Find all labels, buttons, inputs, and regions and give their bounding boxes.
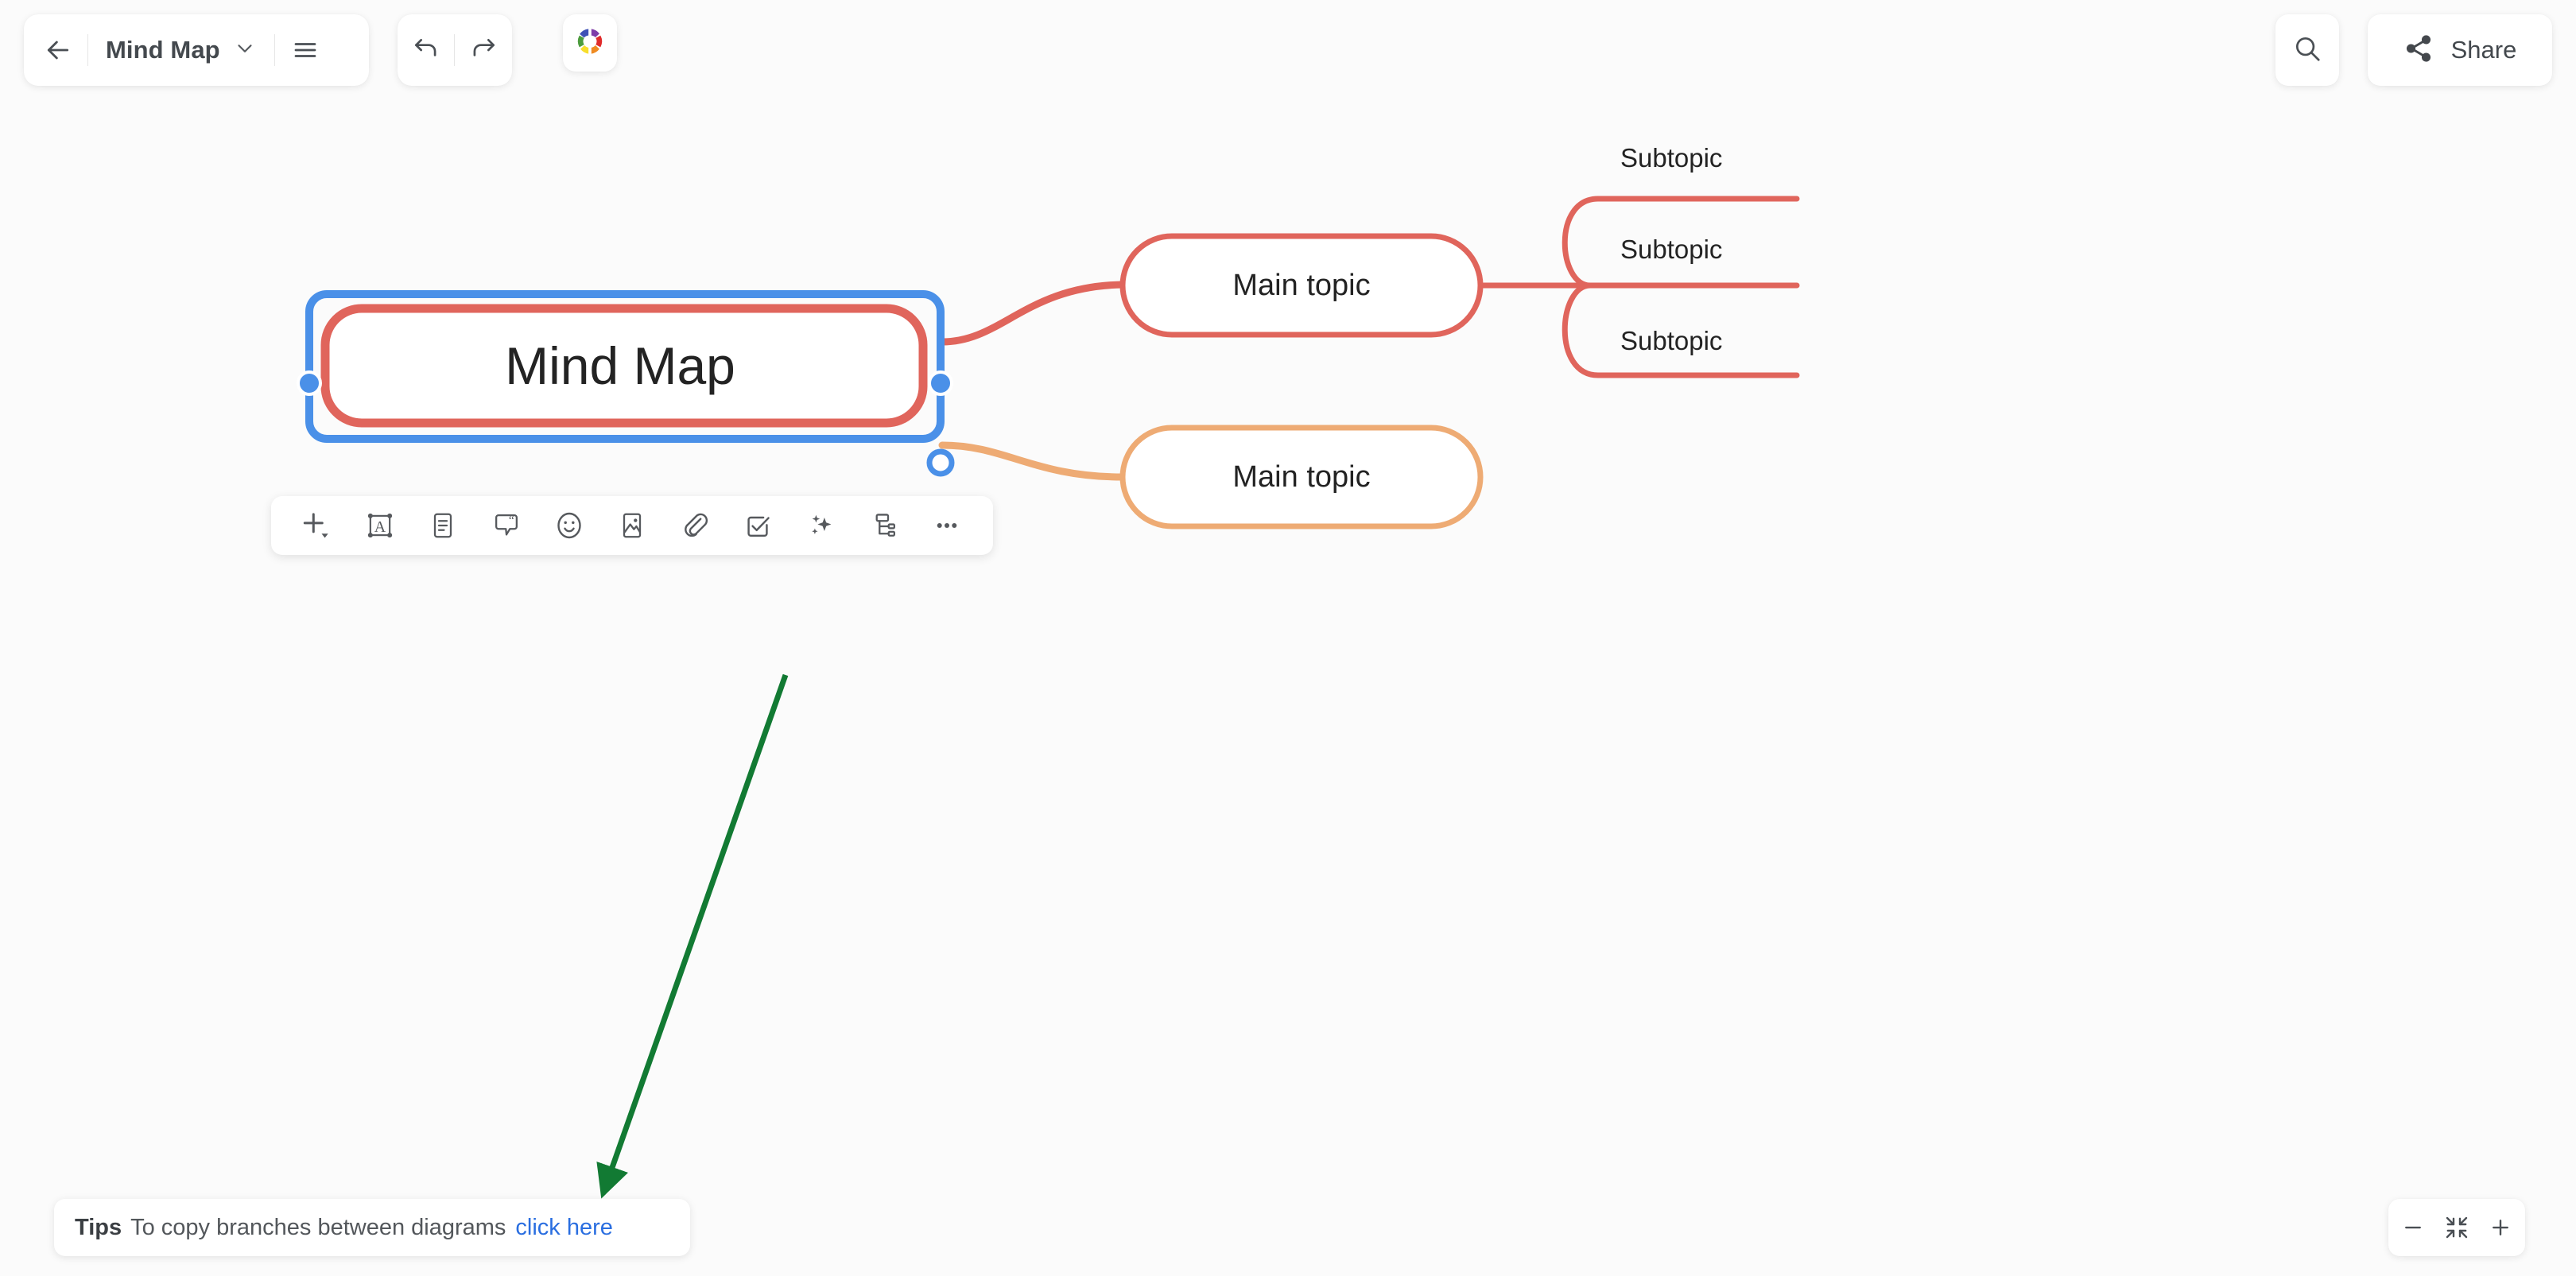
task-button[interactable]	[732, 496, 783, 555]
svg-text:“: “	[508, 514, 514, 528]
tips-keyword: Tips	[75, 1214, 122, 1240]
text-frame-a-icon: A	[364, 510, 396, 541]
smiley-face-icon	[553, 509, 586, 542]
tips-click-here-link[interactable]: click here	[515, 1214, 613, 1240]
subtopic-line-1	[1562, 196, 1800, 289]
layout-button[interactable]	[859, 496, 910, 555]
zoom-in-button[interactable]	[2479, 1199, 2522, 1256]
more-options-button[interactable]	[921, 496, 972, 555]
ellipsis-horizontal-icon	[931, 510, 963, 541]
selection-handle-right[interactable]	[928, 370, 953, 396]
green-annotation-arrow	[596, 673, 789, 1199]
svg-text:A: A	[374, 518, 386, 536]
root-node-shape[interactable]	[320, 304, 928, 428]
fit-screen-arrows-icon	[2444, 1215, 2469, 1240]
paperclip-link-icon	[679, 510, 711, 541]
link-button[interactable]	[669, 496, 720, 555]
emoji-button[interactable]	[544, 496, 595, 555]
subtopic-label-1[interactable]: Subtopic	[1620, 143, 1723, 173]
plus-with-caret-icon	[300, 508, 335, 543]
subtopic-label-3[interactable]: Subtopic	[1620, 326, 1723, 355]
picture-mountain-icon	[616, 510, 648, 541]
image-button[interactable]	[607, 496, 658, 555]
main-topic-1-label[interactable]: Main topic	[1232, 268, 1371, 302]
tips-bar: Tips To copy branches between diagrams c…	[54, 1199, 690, 1256]
app-logo-button[interactable]	[563, 14, 617, 72]
selection-handle-left[interactable]	[297, 370, 322, 396]
redo-button[interactable]	[455, 14, 511, 86]
text-box-button[interactable]: A	[355, 496, 405, 555]
document-title-dropdown[interactable]: Mind Map	[88, 14, 274, 86]
search-button[interactable]	[2275, 14, 2339, 86]
node-toolbar: A “	[271, 496, 993, 555]
divider	[454, 34, 455, 66]
selection-handle-bottom-right[interactable]	[926, 448, 955, 477]
chevron-down-icon	[233, 37, 257, 64]
share-nodes-icon	[2403, 33, 2434, 68]
main-topic-2-shape[interactable]	[1119, 425, 1484, 529]
zoom-out-button[interactable]	[2392, 1199, 2434, 1256]
branch-line-root-to-main-1	[938, 281, 1127, 346]
tree-layout-icon	[868, 510, 900, 541]
undo-button[interactable]	[398, 14, 454, 86]
tips-text: To copy branches between diagrams	[130, 1214, 506, 1240]
root-node-label[interactable]: Mind Map	[505, 336, 735, 395]
plus-icon	[2489, 1216, 2512, 1239]
share-button[interactable]: Share	[2368, 14, 2552, 86]
page-title: Mind Map	[106, 36, 220, 64]
notes-button[interactable]	[417, 496, 468, 555]
minus-icon	[2401, 1216, 2425, 1239]
main-topic-2-label[interactable]: Main topic	[1232, 460, 1371, 494]
divider	[274, 34, 275, 66]
subtopic-label-2[interactable]: Subtopic	[1620, 235, 1723, 264]
search-icon	[2292, 33, 2322, 68]
subtopic-line-3	[1562, 282, 1800, 378]
checkbox-check-icon	[742, 510, 774, 541]
document-lines-icon	[427, 510, 459, 541]
fit-to-screen-button[interactable]	[2435, 1199, 2478, 1256]
add-topic-button[interactable]	[292, 496, 343, 555]
share-button-label: Share	[2450, 36, 2517, 64]
speech-bubble-quote-icon: “	[491, 510, 522, 541]
undo-redo-bar	[398, 14, 512, 86]
divider	[87, 34, 88, 66]
sparkles-icon	[805, 509, 838, 542]
branch-line-root-to-main-2	[938, 441, 1127, 481]
color-wheel-logo-icon	[572, 24, 607, 63]
ai-assistant-button[interactable]	[796, 496, 847, 555]
hamburger-menu-button[interactable]	[275, 14, 336, 86]
selection-frame	[305, 290, 945, 443]
zoom-controls	[2388, 1199, 2525, 1256]
document-bar: Mind Map	[24, 14, 369, 86]
back-button[interactable]	[29, 14, 87, 86]
comment-button[interactable]: “	[481, 496, 532, 555]
